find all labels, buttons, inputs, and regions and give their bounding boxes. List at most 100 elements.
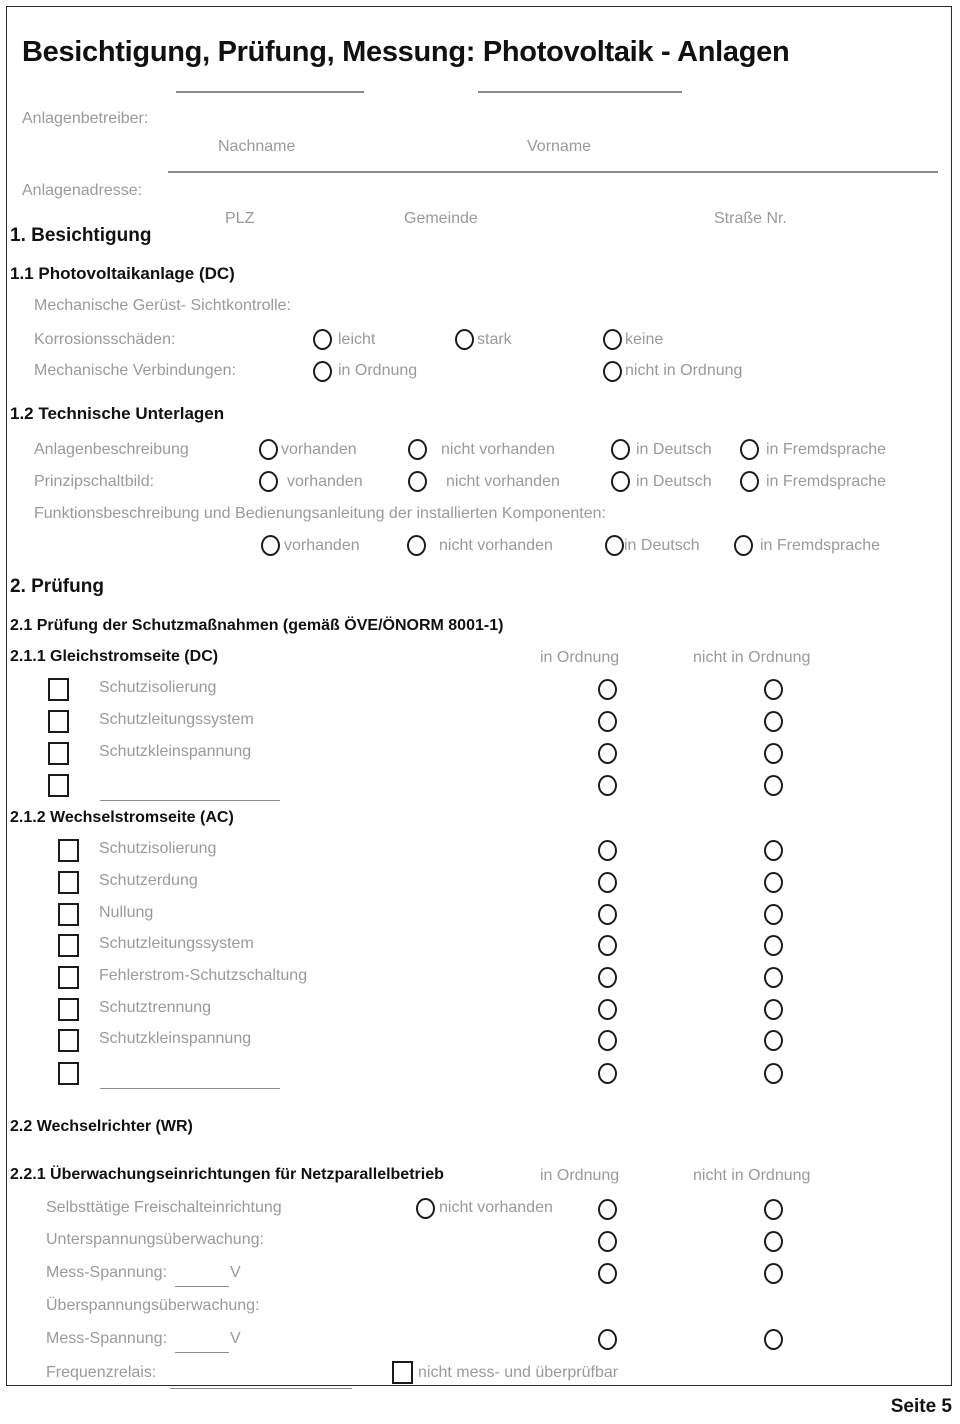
- radio-funktionsbeschreibung-nicht-vorhanden[interactable]: [407, 535, 426, 556]
- radio-funktionsbeschreibung-vorhanden[interactable]: [261, 535, 280, 556]
- radio-freischalteinrichtung-nok[interactable]: [764, 1199, 783, 1220]
- radio-ac-4-nok[interactable]: [764, 967, 783, 988]
- section-2-1-heading: 2.1 Prüfung der Schutzmaßnahmen (gemäß Ö…: [10, 617, 504, 634]
- checkbox-ac-custom[interactable]: [58, 1062, 79, 1085]
- radio-ac-0-ok[interactable]: [598, 840, 617, 861]
- vorname-input-line[interactable]: [478, 91, 682, 93]
- freischalteinrichtung-label: Selbsttätige Freischalteinrichtung: [46, 1199, 282, 1216]
- radio-verbindungen-ok[interactable]: [313, 361, 332, 382]
- radio-dc-3-nok[interactable]: [764, 775, 783, 796]
- section-2-1-1-heading: 2.1.1 Gleichstromseite (DC): [10, 648, 219, 665]
- radio-anlagenbeschreibung-deutsch[interactable]: [611, 439, 630, 460]
- freischalteinrichtung-option-label: nicht vorhanden: [439, 1199, 553, 1216]
- radio-ac-7-nok[interactable]: [764, 1063, 783, 1084]
- nachname-label: Nachname: [218, 138, 296, 155]
- checkbox-nicht-mess-und-ueberpruefbar[interactable]: [392, 1361, 413, 1384]
- radio-mess-spannung-1-nok[interactable]: [764, 1263, 783, 1284]
- radio-anlagenbeschreibung-nicht-vorhanden[interactable]: [408, 439, 427, 460]
- radio-ac-3-ok[interactable]: [598, 935, 617, 956]
- mess-spannung-2-input-line[interactable]: [175, 1352, 229, 1353]
- radio-freischalteinrichtung-ok[interactable]: [598, 1199, 617, 1220]
- radio-anlagenbeschreibung-fremdsprache-label: in Fremdsprache: [766, 441, 887, 458]
- ac-item-label-1: Schutzerdung: [99, 872, 198, 889]
- radio-ac-5-ok[interactable]: [598, 999, 617, 1020]
- radio-korrosion-leicht[interactable]: [313, 329, 332, 350]
- radio-prinzipschaltbild-nicht-vorhanden-label: nicht vorhanden: [446, 473, 560, 490]
- radio-mess-spannung-2-ok[interactable]: [598, 1329, 617, 1350]
- checkbox-ac-fehlerstrom-schutzschaltung[interactable]: [58, 966, 79, 989]
- operator-label: Anlagenbetreiber:: [22, 110, 149, 127]
- mess-spannung-2-unit: V: [230, 1330, 241, 1347]
- radio-ac-3-nok[interactable]: [764, 935, 783, 956]
- radio-dc-0-nok[interactable]: [764, 679, 783, 700]
- checkbox-ac-schutzkleinspannung[interactable]: [58, 1029, 79, 1052]
- radio-ac-0-nok[interactable]: [764, 840, 783, 861]
- radio-anlagenbeschreibung-vorhanden[interactable]: [259, 439, 278, 460]
- radio-ac-1-nok[interactable]: [764, 872, 783, 893]
- dc-item-label-1: Schutzleitungssystem: [99, 711, 254, 728]
- radio-prinzipschaltbild-fremdsprache-label: in Fremdsprache: [766, 473, 887, 490]
- dc-custom-input-line[interactable]: [100, 800, 280, 801]
- radio-funktionsbeschreibung-deutsch[interactable]: [605, 535, 624, 556]
- prinzipschaltbild-label: Prinzipschaltbild:: [34, 473, 155, 490]
- radio-ac-1-ok[interactable]: [598, 872, 617, 893]
- radio-verbindungen-nok[interactable]: [603, 361, 622, 382]
- radio-prinzipschaltbild-nicht-vorhanden[interactable]: [408, 471, 427, 492]
- radio-verbindungen-ok-label: in Ordnung: [338, 362, 418, 379]
- radio-korrosion-stark[interactable]: [455, 329, 474, 350]
- radio-prinzipschaltbild-fremdsprache[interactable]: [740, 471, 759, 492]
- ac-item-label-5: Schutztrennung: [99, 999, 212, 1016]
- radio-dc-0-ok[interactable]: [598, 679, 617, 700]
- section-2-1-2-heading: 2.1.2 Wechselstromseite (AC): [10, 809, 234, 826]
- ac-custom-input-line[interactable]: [100, 1088, 280, 1089]
- radio-dc-1-ok[interactable]: [598, 711, 617, 732]
- radio-mess-spannung-1-ok[interactable]: [598, 1263, 617, 1284]
- radio-mess-spannung-2-nok[interactable]: [764, 1329, 783, 1350]
- radio-anlagenbeschreibung-fremdsprache[interactable]: [740, 439, 759, 460]
- radio-prinzipschaltbild-vorhanden[interactable]: [259, 471, 278, 492]
- radio-dc-3-ok[interactable]: [598, 775, 617, 796]
- section-2-2-heading: 2.2 Wechselrichter (WR): [10, 1118, 193, 1135]
- radio-funktionsbeschreibung-fremdsprache[interactable]: [734, 535, 753, 556]
- section-1-heading: 1. Besichtigung: [10, 225, 152, 246]
- radio-prinzipschaltbild-deutsch[interactable]: [611, 471, 630, 492]
- radio-korrosion-keine[interactable]: [603, 329, 622, 350]
- frequenzrelais-input-line[interactable]: [170, 1388, 352, 1389]
- checkbox-ac-schutztrennung[interactable]: [58, 998, 79, 1021]
- radio-dc-2-ok[interactable]: [598, 743, 617, 764]
- checkbox-dc-schutzleitungssystem[interactable]: [48, 710, 69, 733]
- nachname-input-line[interactable]: [176, 91, 364, 93]
- radio-ac-2-nok[interactable]: [764, 904, 783, 925]
- radio-unterspannungsueberwachung-nok[interactable]: [764, 1231, 783, 1252]
- radio-ac-6-nok[interactable]: [764, 1030, 783, 1051]
- radio-ac-6-ok[interactable]: [598, 1030, 617, 1051]
- checkbox-ac-schutzleitungssystem[interactable]: [58, 934, 79, 957]
- radio-ac-7-ok[interactable]: [598, 1063, 617, 1084]
- mess-spannung-1-input-line[interactable]: [175, 1286, 229, 1287]
- radio-dc-1-nok[interactable]: [764, 711, 783, 732]
- page-title: Besichtigung, Prüfung, Messung: Photovol…: [22, 36, 790, 68]
- frequenzrelais-label: Frequenzrelais:: [46, 1364, 157, 1381]
- checkbox-dc-schutzkleinspannung[interactable]: [48, 742, 69, 765]
- checkbox-dc-schutzisolierung[interactable]: [48, 678, 69, 701]
- funktionsbeschreibung-note: Funktionsbeschreibung und Bedienungsanle…: [34, 505, 606, 522]
- radio-ac-5-nok[interactable]: [764, 999, 783, 1020]
- checkbox-ac-schutzisolierung[interactable]: [58, 839, 79, 862]
- vorname-label: Vorname: [527, 138, 592, 155]
- checkbox-dc-custom[interactable]: [48, 774, 69, 797]
- radio-dc-2-nok[interactable]: [764, 743, 783, 764]
- strasse-label: Straße Nr.: [714, 210, 787, 227]
- checkbox-ac-schutzerdung[interactable]: [58, 871, 79, 894]
- dc-item-label-0: Schutzisolierung: [99, 679, 217, 696]
- adresse-input-line[interactable]: [168, 171, 938, 173]
- radio-unterspannungsueberwachung-ok[interactable]: [598, 1231, 617, 1252]
- korrosion-label: Korrosionsschäden:: [34, 331, 176, 348]
- checkbox-ac-nullung[interactable]: [58, 903, 79, 926]
- radio-ac-4-ok[interactable]: [598, 967, 617, 988]
- wr-col-not-ok-header: nicht in Ordnung: [693, 1167, 811, 1184]
- radio-ac-2-ok[interactable]: [598, 904, 617, 925]
- radio-freischalteinrichtung-nicht-vorhanden[interactable]: [416, 1198, 435, 1219]
- gemeinde-label: Gemeinde: [404, 210, 478, 227]
- anlagenbeschreibung-label: Anlagenbeschreibung: [34, 441, 189, 458]
- radio-funktionsbeschreibung-nicht-vorhanden-label: nicht vorhanden: [439, 537, 553, 554]
